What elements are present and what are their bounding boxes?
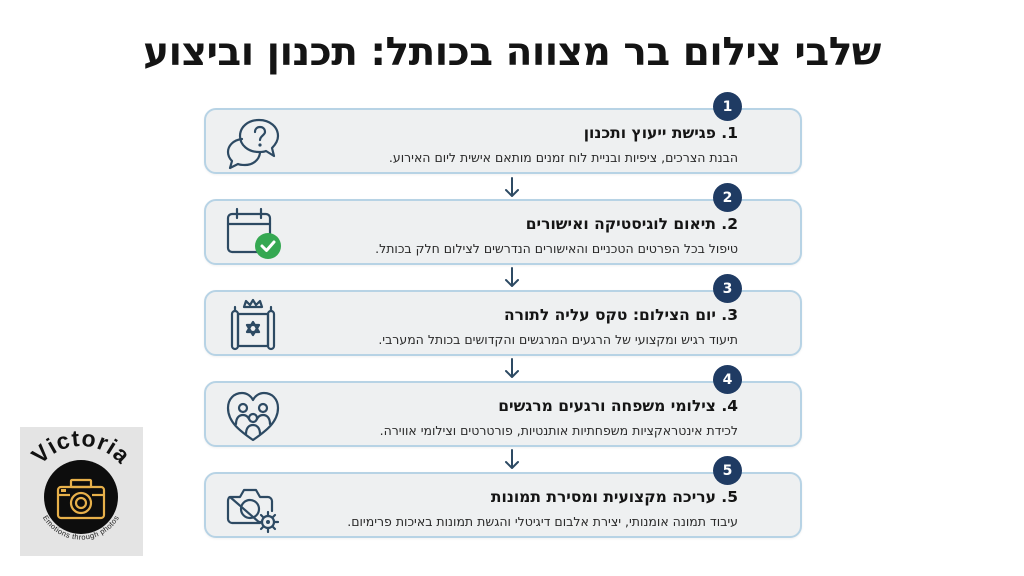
torah-scroll-icon bbox=[230, 298, 276, 351]
logo-camera-icon bbox=[56, 478, 106, 520]
step-description: תיעוד רגיש ומקצועי של הרגעים המרגשים והק… bbox=[378, 332, 738, 347]
step-text-5: 5. עריכה מקצועית ומסירת תמונות עיבוד תמו… bbox=[298, 474, 738, 536]
step-text-4: 4. צילומי משפחה ורגעים מרגשים לכידת אינט… bbox=[298, 383, 738, 445]
step-text-1: 1. פגישת ייעוץ ותכנון הבנת הצרכים, ציפיו… bbox=[298, 110, 738, 172]
step-title: 3. יום הצילום: טקס עליה לתורה bbox=[503, 306, 738, 324]
calendar-check-icon bbox=[226, 207, 281, 259]
step-card-4: 4. צילומי משפחה ורגעים מרגשים לכידת אינט… bbox=[204, 381, 802, 447]
step-card-2: 2. תיאום לוגיסטיקה ואישורים טיפול בכל הפ… bbox=[204, 199, 802, 265]
step-title: 4. צילומי משפחה ורגעים מרגשים bbox=[498, 397, 738, 415]
step-number-badge-5: 5 bbox=[713, 456, 742, 485]
step-card-1: 1. פגישת ייעוץ ותכנון הבנת הצרכים, ציפיו… bbox=[204, 108, 802, 174]
step-title: 5. עריכה מקצועית ומסירת תמונות bbox=[490, 488, 738, 506]
step-number-badge-2: 2 bbox=[713, 183, 742, 212]
step-title: 1. פגישת ייעוץ ותכנון bbox=[583, 124, 738, 142]
question-chat-icon bbox=[226, 118, 280, 170]
family-heart-icon bbox=[226, 391, 280, 442]
camera-gear-icon bbox=[226, 488, 280, 534]
step-description: הבנת הצרכים, ציפיות ובניית לוח זמנים מות… bbox=[388, 150, 738, 165]
step-text-3: 3. יום הצילום: טקס עליה לתורה תיעוד רגיש… bbox=[298, 292, 738, 354]
step-card-3: 3. יום הצילום: טקס עליה לתורה תיעוד רגיש… bbox=[204, 290, 802, 356]
down-arrow-icon bbox=[505, 267, 519, 287]
step-description: לכידת אינטראקציות משפחתיות אותנטיות, פור… bbox=[379, 423, 738, 438]
step-number-badge-4: 4 bbox=[713, 365, 742, 394]
step-description: עיבוד תמונה אומנותי, יצירת אלבום דיגיטלי… bbox=[347, 514, 738, 529]
step-card-5: 5. עריכה מקצועית ומסירת תמונות עיבוד תמו… bbox=[204, 472, 802, 538]
down-arrow-icon bbox=[505, 358, 519, 378]
step-number-badge-1: 1 bbox=[713, 92, 742, 121]
step-number-badge-3: 3 bbox=[713, 274, 742, 303]
page-title: שלבי צילום בר מצווה בכותל: תכנון וביצוע bbox=[143, 30, 881, 75]
down-arrow-icon bbox=[505, 449, 519, 469]
step-text-2: 2. תיאום לוגיסטיקה ואישורים טיפול בכל הפ… bbox=[298, 201, 738, 263]
down-arrow-icon bbox=[505, 177, 519, 197]
step-title: 2. תיאום לוגיסטיקה ואישורים bbox=[525, 215, 738, 233]
step-description: טיפול בכל הפרטים הטכניים והאישורים הנדרש… bbox=[375, 241, 738, 256]
victoria-logo: Victoria Emotions through photos bbox=[20, 427, 143, 556]
